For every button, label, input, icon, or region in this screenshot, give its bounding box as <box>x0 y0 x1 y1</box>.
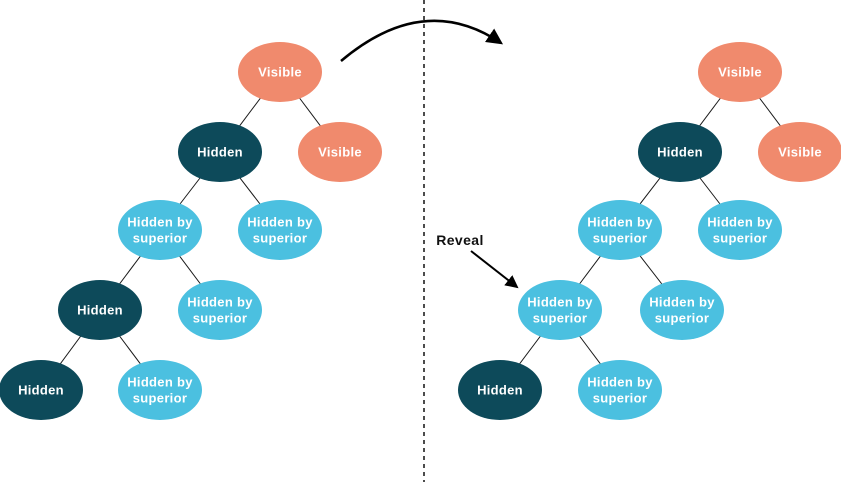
node-ellipse-visible <box>298 122 382 182</box>
node-label: Hidden by <box>587 215 653 230</box>
node-ellipse-hidden_by_superior <box>178 280 262 340</box>
node-label: superior <box>655 311 709 326</box>
node-label: Hidden by <box>707 215 773 230</box>
node-label: Hidden <box>657 145 703 160</box>
tree-node-hidden: Hidden <box>58 280 142 340</box>
node-ellipse-hidden <box>178 122 262 182</box>
node-ellipse-hidden_by_superior <box>698 200 782 260</box>
node-ellipse-hidden <box>458 360 542 420</box>
node-label: Hidden by <box>587 375 653 390</box>
node-ellipse-hidden_by_superior <box>578 360 662 420</box>
tree-node-hidden: Hidden <box>458 360 542 420</box>
node-label: Hidden by <box>247 215 313 230</box>
transform-arrow-icon <box>340 19 504 62</box>
tree-node-hidden: Hidden <box>178 122 262 182</box>
tree-node-visible: Visible <box>238 42 322 102</box>
node-ellipse-visible <box>698 42 782 102</box>
tree-node-visible: Visible <box>758 122 841 182</box>
node-ellipse-hidden <box>0 360 83 420</box>
node-label: Hidden <box>197 145 243 160</box>
node-label: superior <box>133 231 187 246</box>
node-label: Hidden by <box>187 295 253 310</box>
node-ellipse-hidden_by_superior <box>518 280 602 340</box>
node-label: Hidden by <box>527 295 593 310</box>
node-label: superior <box>593 231 647 246</box>
reveal-annotation: Reveal <box>436 232 519 289</box>
node-ellipse-hidden_by_superior <box>238 200 322 260</box>
node-ellipse-hidden_by_superior <box>118 200 202 260</box>
node-label: Visible <box>778 145 822 160</box>
node-label: Hidden <box>77 303 123 318</box>
node-label: Visible <box>258 65 302 80</box>
node-label: Hidden <box>18 383 64 398</box>
node-label: superior <box>593 391 647 406</box>
node-label: Visible <box>718 65 762 80</box>
node-label: superior <box>253 231 307 246</box>
node-ellipse-hidden_by_superior <box>640 280 724 340</box>
tree-node-hidden: Hidden <box>0 360 83 420</box>
tree-node-visible: Visible <box>698 42 782 102</box>
node-ellipse-visible <box>758 122 841 182</box>
node-ellipse-hidden_by_superior <box>118 360 202 420</box>
reveal-label: Reveal <box>436 232 484 248</box>
node-ellipse-hidden <box>58 280 142 340</box>
node-ellipse-hidden_by_superior <box>578 200 662 260</box>
tree-node-visible: Visible <box>298 122 382 182</box>
node-ellipse-visible <box>238 42 322 102</box>
node-label: superior <box>133 391 187 406</box>
node-label: Hidden <box>477 383 523 398</box>
reveal-arrow-icon <box>470 250 519 289</box>
node-label: Hidden by <box>127 375 193 390</box>
tree-node-hidden: Hidden <box>638 122 722 182</box>
node-label: superior <box>193 311 247 326</box>
node-label: Visible <box>318 145 362 160</box>
node-label: Hidden by <box>127 215 193 230</box>
node-label: superior <box>533 311 587 326</box>
node-label: Hidden by <box>649 295 715 310</box>
node-ellipse-hidden <box>638 122 722 182</box>
node-label: superior <box>713 231 767 246</box>
